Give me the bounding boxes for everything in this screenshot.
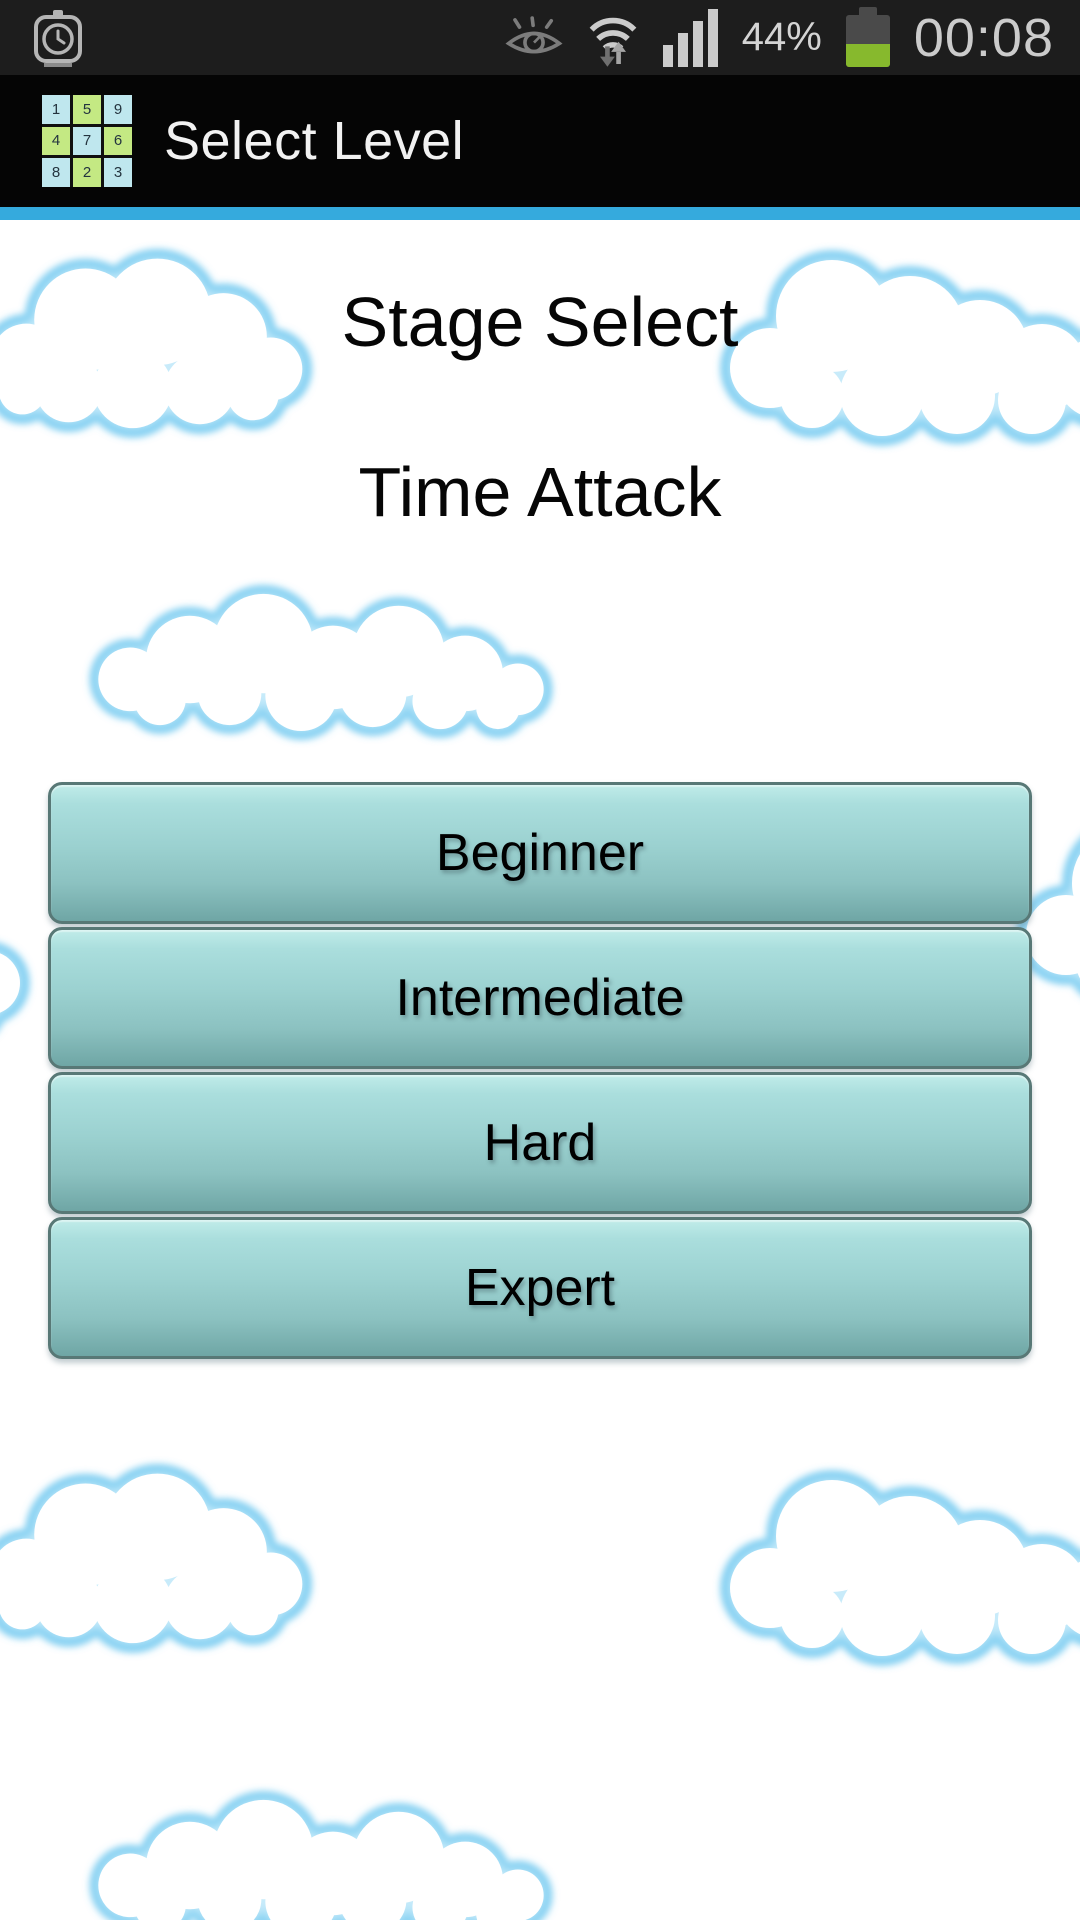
app-icon-cell: 1 (42, 95, 70, 124)
eye-icon (505, 15, 563, 53)
app-icon-cell: 8 (42, 158, 70, 187)
cloud-left-edge (0, 845, 48, 1055)
level-button-intermediate[interactable]: Intermediate (48, 927, 1032, 1069)
alarm-clock-icon (34, 9, 82, 67)
signal-strength-icon (662, 8, 718, 67)
app-icon-cell: 9 (104, 95, 132, 124)
cloud-bottom-center (82, 1778, 560, 1920)
wifi-updown-icon (589, 17, 637, 67)
action-bar: 1 5 9 4 7 6 8 2 3 Select Level (0, 75, 1080, 207)
accent-line (0, 207, 1080, 220)
cloud-bottom-right (712, 1448, 1080, 1658)
level-button-list: Beginner Intermediate Hard Expert (48, 782, 1032, 1359)
cloud-bottom-left (0, 1448, 330, 1655)
heading-stage-select: Stage Select (341, 283, 739, 361)
app-icon-cell: 7 (73, 126, 101, 156)
level-button-beginner[interactable]: Beginner (48, 782, 1032, 924)
heading-time-attack: Time Attack (358, 453, 722, 531)
status-bar: 44% 00:08 (0, 0, 1080, 75)
app-icon-cell: 2 (73, 158, 101, 187)
app-icon-cell: 3 (104, 158, 132, 187)
battery-percent-label: 44% (741, 15, 822, 59)
level-button-expert[interactable]: Expert (48, 1217, 1032, 1359)
clock-time: 00:08 (913, 7, 1054, 68)
page-title: Select Level (164, 111, 465, 171)
cloud-middle (82, 572, 560, 741)
app-icon-cell: 4 (42, 126, 70, 156)
level-button-hard[interactable]: Hard (48, 1072, 1032, 1214)
app-icon-cell: 5 (73, 95, 101, 124)
app-icon: 1 5 9 4 7 6 8 2 3 (42, 95, 132, 187)
battery-icon (845, 6, 890, 69)
app-icon-cell: 6 (104, 126, 132, 156)
battery-fill (845, 43, 890, 67)
